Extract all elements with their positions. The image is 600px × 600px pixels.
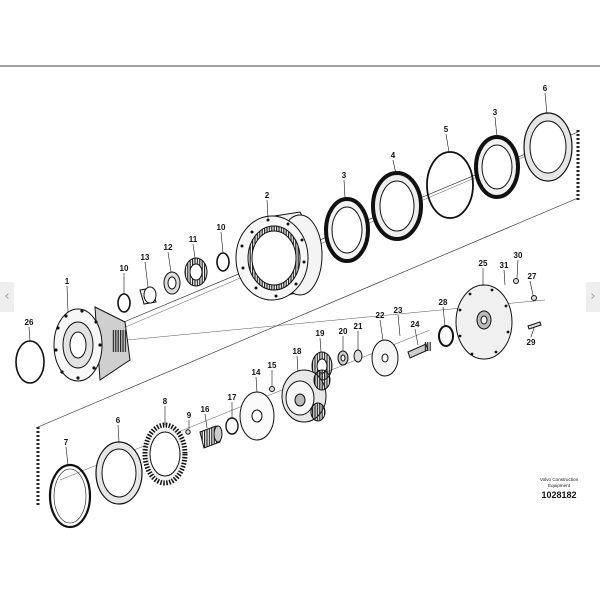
- next-image-button[interactable]: ›: [586, 282, 600, 312]
- chevron-left-icon: ‹: [4, 289, 10, 304]
- part-3-ring-right: [474, 135, 520, 199]
- callout-6-right: 6: [543, 84, 548, 93]
- callout-24: 24: [411, 320, 420, 329]
- callout-7: 7: [64, 438, 69, 447]
- part-20-bearing: [337, 350, 349, 366]
- part-8-friction-disc: [142, 422, 188, 486]
- part-3-ring-centre: [324, 197, 370, 263]
- prev-image-button[interactable]: ‹: [0, 282, 14, 312]
- part-7-snap-ring: [48, 463, 92, 529]
- part-11-gear: [184, 257, 208, 287]
- callout-10-right: 10: [217, 223, 226, 232]
- callout-13: 13: [141, 253, 150, 262]
- part-21-pin: [353, 349, 363, 363]
- part-2-ring-gear: [235, 211, 323, 301]
- drawing-number: 1028182: [541, 490, 576, 500]
- callout-4: 4: [391, 151, 396, 160]
- callout-27: 27: [528, 272, 537, 281]
- callout-11: 11: [189, 235, 198, 244]
- callout-28: 28: [439, 298, 448, 307]
- chevron-right-icon: ›: [590, 289, 596, 304]
- callout-1: 1: [65, 277, 70, 286]
- part-9-pin: [185, 429, 191, 435]
- caption-brand: Volvo Construction: [540, 477, 579, 482]
- part-14-thrust-plate: [239, 391, 275, 441]
- callout-3-right: 3: [493, 108, 498, 117]
- callout-18: 18: [293, 347, 302, 356]
- part-28-o-ring: [438, 325, 454, 347]
- callout-31: 31: [500, 261, 509, 270]
- part-30-plug: [513, 278, 519, 284]
- callout-25: 25: [479, 259, 488, 268]
- callout-19: 19: [316, 329, 325, 338]
- part-18-planet-carrier: [281, 369, 331, 423]
- part-10-washer-right: [216, 252, 230, 272]
- callout-labels: 1 2 3 3 4 5 6 6 7 8 9 10 10 11 12 13 14 …: [25, 84, 548, 447]
- caption-sub: Equipment: [548, 483, 571, 488]
- callout-21: 21: [354, 322, 363, 331]
- part-13-sleeve: [139, 286, 157, 305]
- callout-6-left: 6: [116, 416, 121, 425]
- part-6-seal-left: [95, 441, 143, 505]
- part-10-washer-left: [117, 293, 131, 313]
- callout-14: 14: [252, 368, 261, 377]
- part-12-bearing: [163, 271, 181, 295]
- callout-30: 30: [514, 251, 523, 260]
- callout-2: 2: [265, 191, 270, 200]
- part-16-sun-gear: [199, 425, 223, 449]
- part-22-thrust-washer: [371, 339, 399, 377]
- part-27-plug: [531, 295, 537, 301]
- part-17-circlip: [225, 417, 239, 435]
- callout-15: 15: [268, 361, 277, 370]
- callout-8: 8: [163, 397, 168, 406]
- callout-26: 26: [25, 318, 34, 327]
- leader-lines: [28, 92, 548, 466]
- callout-5: 5: [444, 125, 449, 134]
- callout-29: 29: [527, 338, 536, 347]
- callout-23: 23: [394, 306, 403, 315]
- part-15-screw: [269, 386, 275, 392]
- part-24-shaft: [407, 342, 432, 359]
- callout-22: 22: [376, 311, 385, 320]
- callout-17: 17: [228, 393, 237, 402]
- callout-3-centre: 3: [342, 171, 347, 180]
- part-4-ring: [371, 171, 423, 241]
- part-26-o-ring: [15, 340, 45, 384]
- part-29-screw: [527, 321, 542, 330]
- callout-9: 9: [187, 411, 192, 420]
- part-5-o-ring: [426, 151, 474, 219]
- part-6-seal-right: [523, 112, 573, 182]
- callout-20: 20: [339, 327, 348, 336]
- callout-10-left: 10: [120, 264, 129, 273]
- part-1-hub: [53, 306, 131, 382]
- drawing-caption: Volvo Construction Equipment 1028182: [540, 477, 579, 500]
- callout-12: 12: [164, 243, 173, 252]
- callout-16: 16: [201, 405, 210, 414]
- part-25-cover: [455, 284, 513, 360]
